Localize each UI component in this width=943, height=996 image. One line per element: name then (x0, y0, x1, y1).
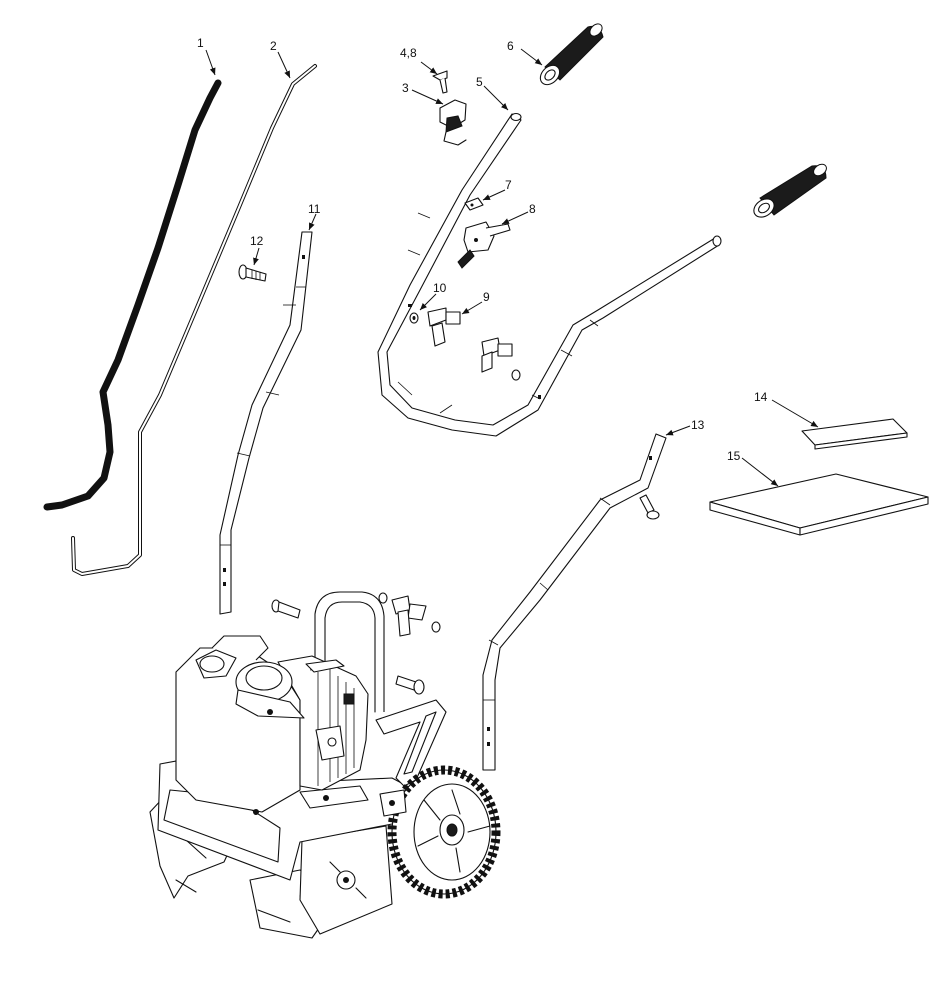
part-13-lower-handle-tube (482, 433, 667, 771)
part-8-throttle-lever (457, 221, 511, 269)
hand-grip-2 (753, 163, 827, 218)
callout-labels: 1 2 3 4,8 5 6 7 8 9 10 11 12 13 14 15 (197, 36, 768, 463)
callout-5: 5 (476, 75, 483, 89)
wing-knob-3 (378, 592, 441, 637)
callout-6: 6 (507, 39, 514, 53)
tiller-assembly (149, 591, 501, 939)
callout-9: 9 (483, 290, 490, 304)
part-4-8-screw (432, 70, 448, 94)
callout-8: 8 (529, 202, 536, 216)
part-12-bolt (238, 264, 267, 282)
part-5-upper-handle (377, 112, 722, 437)
part-1-cable (43, 79, 222, 511)
part-9-wing-knob (427, 307, 461, 347)
wing-knob-2 (481, 337, 521, 381)
part-7-clip (464, 197, 484, 211)
callout-10: 10 (433, 281, 447, 295)
callout-2: 2 (270, 39, 277, 53)
callout-12: 12 (250, 234, 264, 248)
callout-11: 11 (308, 202, 321, 216)
callout-leaders (205, 48, 819, 487)
bolt-right (639, 494, 660, 520)
callout-4-8: 4,8 (400, 46, 417, 60)
callout-3: 3 (402, 81, 409, 95)
bolt-lower (395, 675, 425, 695)
callout-14: 14 (754, 390, 768, 404)
part-6-hand-grip (539, 23, 604, 86)
part-10-washer (409, 312, 419, 324)
part-3-bracket (439, 99, 467, 146)
callout-13: 13 (691, 418, 705, 432)
callout-7: 7 (505, 178, 512, 192)
bolt-upper (271, 599, 301, 619)
part-14-manual-small (801, 418, 908, 450)
part-2-rod (71, 64, 317, 576)
part-15-manual-large (709, 473, 929, 536)
part-11-lower-handle-tube (219, 231, 313, 615)
callout-15: 15 (727, 449, 741, 463)
callout-1: 1 (197, 36, 204, 50)
